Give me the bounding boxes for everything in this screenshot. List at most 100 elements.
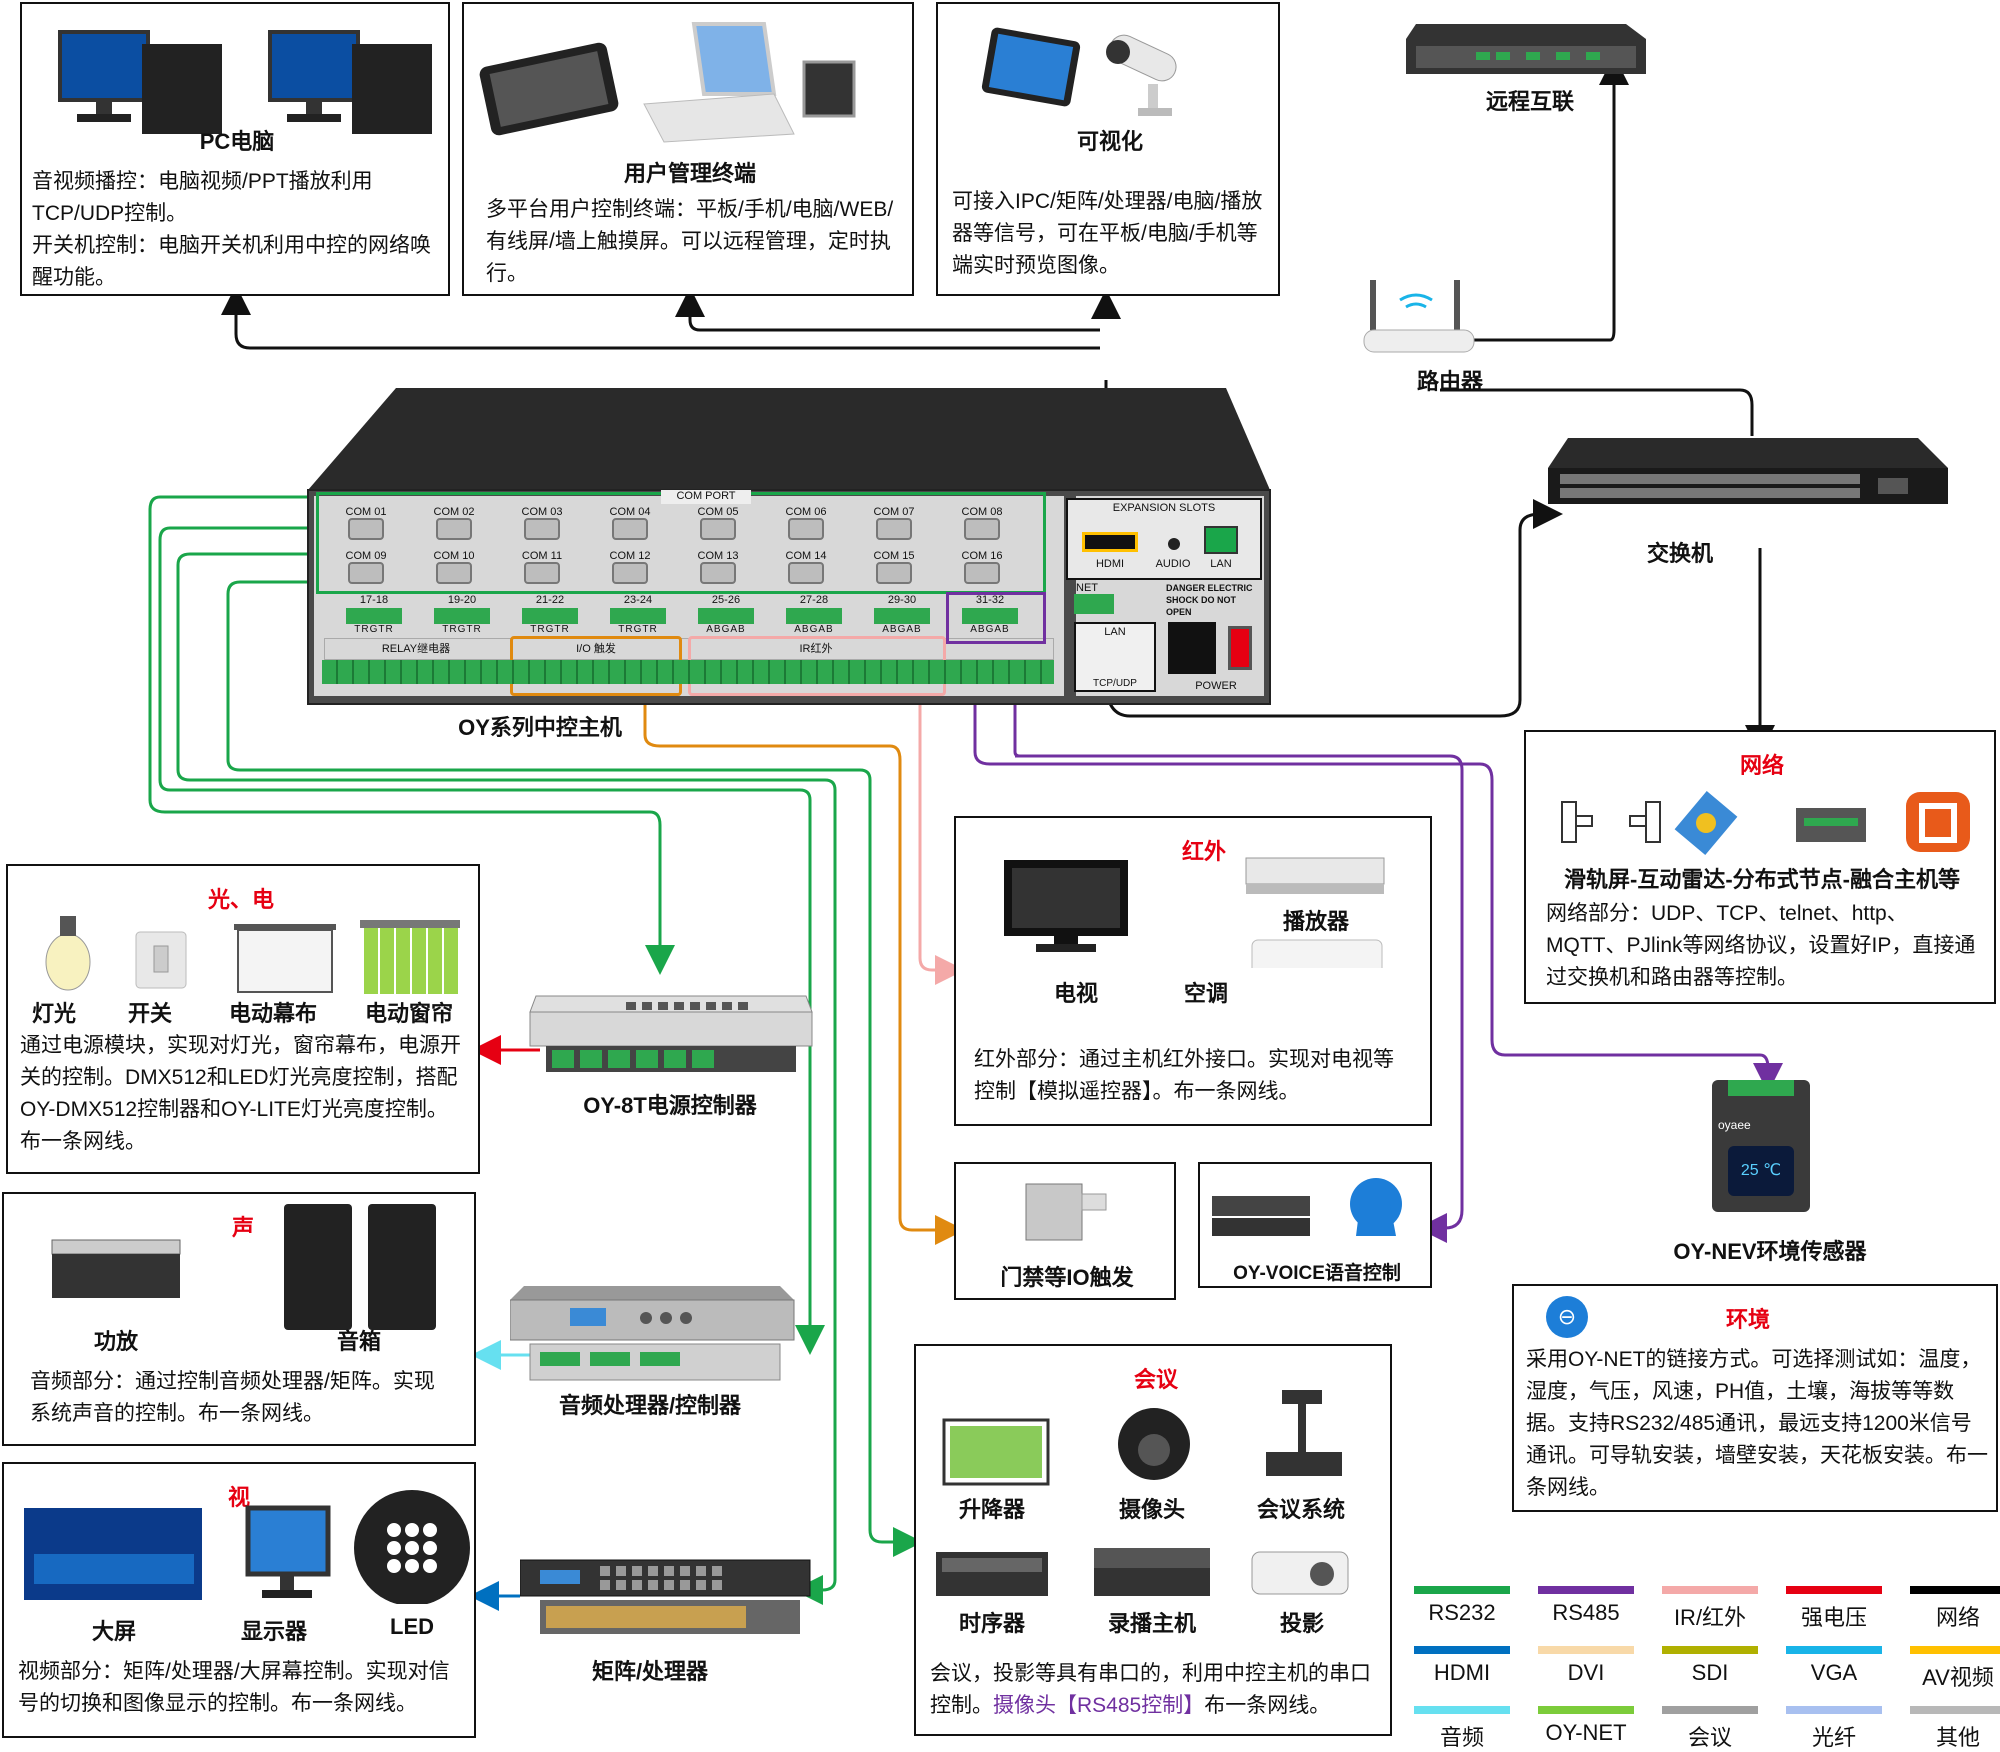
- legend-item: OY-NET: [1538, 1706, 1634, 1746]
- expansion-label: EXPANSION SLOTS: [1112, 502, 1216, 514]
- com-port-label: COM 01: [345, 506, 387, 518]
- network-devices-icons: [1561, 790, 1970, 856]
- pin-group-terminal: [610, 608, 666, 624]
- network-tag: 网络: [1739, 753, 1784, 778]
- com-port-label: COM 10: [433, 550, 475, 562]
- sound-desc: 音频部分：通过控制音频处理器/矩阵。实现系统声音的控制。布一条网线。: [30, 1370, 435, 1425]
- sound-item-label: 功放: [93, 1329, 138, 1354]
- legend-label: 其他: [1935, 1725, 1980, 1750]
- network-devices-label: 滑轨屏-互动雷达-分布式节点-融合主机等: [1564, 867, 1960, 892]
- legend-label: RS485: [1552, 1600, 1620, 1625]
- pc-desc-2: 开关机控制：电脑开关机利用中控的网络唤醒功能。: [32, 234, 431, 289]
- pin-group-terminal: [434, 608, 490, 624]
- lan-port: [1204, 526, 1238, 554]
- com-port-label: COM 09: [345, 550, 387, 562]
- rs232-wires: [148, 495, 923, 1605]
- pc-desc-1: 音视频播控：电脑视频/PPT播放利用TCP/UDP控制。: [32, 170, 373, 225]
- legend-swatch: [1786, 1706, 1882, 1714]
- terminal-box: 用户管理终端 多平台用户控制终端：平板/手机/电脑/WEB/有线屏/墙上触摸屏。…: [462, 2, 914, 296]
- voice-title: OY-VOICE语音控制: [1233, 1263, 1401, 1284]
- pin-group-label: 31-32: [975, 594, 1005, 606]
- legend-label: DVI: [1567, 1660, 1605, 1685]
- com-port-connector: [524, 562, 560, 584]
- switch-title: 交换机: [1646, 541, 1713, 566]
- video-desc: 视频部分：矩阵/处理器/大屏幕控制。实现对信号的切换和图像显示的控制。布一条网线…: [18, 1660, 450, 1715]
- rs485-wire-voice: [1015, 754, 1464, 1243]
- legend-swatch: [1662, 1586, 1758, 1594]
- com-port-connector: [348, 518, 384, 540]
- legend-swatch: [1538, 1646, 1634, 1654]
- meeting-devices-icons: [936, 1390, 1349, 1596]
- audio-label: AUDIO: [1155, 558, 1191, 570]
- legend-label: AV视频: [1922, 1665, 1994, 1690]
- audio-processor-title: 音频处理器/控制器: [558, 1393, 742, 1418]
- com-port-label: COM 12: [609, 550, 651, 562]
- legend-item: 强电压: [1786, 1586, 1882, 1632]
- legend-swatch: [1786, 1646, 1882, 1654]
- com-port-label: COM 07: [873, 506, 915, 518]
- pin-group-terminal: [786, 608, 842, 624]
- door-title: 门禁等IO触发: [1000, 1265, 1134, 1290]
- com-port-connector: [788, 518, 824, 540]
- ir-item-label: 空调: [1183, 981, 1228, 1006]
- com-port-label: COM 13: [697, 550, 739, 562]
- ir-item-label: 播放器: [1282, 909, 1349, 934]
- legend-item: RS232: [1414, 1586, 1510, 1626]
- meeting-item-label: 会议系统: [1256, 1497, 1345, 1522]
- com-port-label: COM 16: [961, 550, 1003, 562]
- pin-group-terminal: [962, 608, 1018, 624]
- sound-tag: 声: [232, 1215, 255, 1240]
- legend-swatch: [1414, 1586, 1510, 1594]
- com-port-connector: [436, 562, 472, 584]
- pin-group-sub: TRGTR: [442, 624, 482, 635]
- meeting-box: 会议 会议，投影等具有串口的，利用中控主机的串口控制。摄像头【RS485控制】布…: [914, 1344, 1392, 1736]
- legend-label: 会议: [1687, 1725, 1732, 1750]
- net-terminal: [1074, 594, 1114, 614]
- com-port-connector: [788, 562, 824, 584]
- light-item-label: 电动窗帘: [364, 1001, 453, 1026]
- meeting-desc-2: 布一条网线。: [1204, 1694, 1331, 1717]
- com-port-label: COM 06: [785, 506, 827, 518]
- legend-item: AV视频: [1910, 1646, 2000, 1692]
- legend-item: HDMI: [1414, 1646, 1510, 1686]
- pin-group-terminal: [346, 608, 402, 624]
- pin-group-label: 17-18: [359, 594, 389, 606]
- network-desc: 网络部分：UDP、TCP、telnet、http、MQTT、PJlink等网络协…: [1546, 902, 1976, 989]
- env-box: ⊖ 环境 采用OY-NET的链接方式。可选择测试如：温度，湿度，气压，风速，PH…: [1512, 1284, 1998, 1512]
- meeting-item-label: 投影: [1279, 1611, 1324, 1636]
- com-port-label: COM 15: [873, 550, 915, 562]
- com-port-label: COM PORT: [661, 490, 751, 504]
- com-port-connector: [700, 562, 736, 584]
- net-label: NET: [1076, 582, 1098, 594]
- video-box: 视 视频部分：矩阵/处理器/大屏幕控制。实现对信号的切换和图像显示的控制。布一条…: [2, 1462, 476, 1738]
- legend-item: VGA: [1786, 1646, 1882, 1686]
- light-item-label: 灯光: [31, 1001, 76, 1026]
- sound-box: 声 音频部分：通过控制音频处理器/矩阵。实现系统声音的控制。布一条网线。 功放音…: [2, 1192, 476, 1446]
- legend-item: 网络: [1910, 1586, 2000, 1632]
- lan-label: LAN: [1210, 558, 1232, 570]
- visual-desc: 可接入IPC/矩阵/处理器/电脑/播放器等信号，可在平板/电脑/手机等端实时预览…: [952, 190, 1263, 277]
- com-port-connector: [612, 562, 648, 584]
- pin-group-label: 23-24: [623, 594, 653, 606]
- sensor-screen: [1728, 1146, 1794, 1196]
- meeting-item-label: 升降器: [958, 1497, 1025, 1522]
- pin-group-label: 19-20: [447, 594, 477, 606]
- pin-group-terminal: [874, 608, 930, 624]
- legend-item: 其他: [1910, 1706, 2000, 1752]
- com-port-connector: [436, 518, 472, 540]
- com-port-connector: [700, 518, 736, 540]
- pc-box: PC电脑 音视频播控：电脑视频/PPT播放利用TCP/UDP控制。 开关机控制：…: [20, 2, 450, 296]
- legend-label: 强电压: [1800, 1605, 1867, 1630]
- meeting-item-label: 时序器: [958, 1611, 1025, 1636]
- router-title: 路由器: [1416, 369, 1483, 394]
- com-port-label: COM 11: [521, 550, 563, 562]
- power-label: POWER: [1195, 680, 1237, 692]
- visual-box: 可视化 可接入IPC/矩阵/处理器/电脑/播放器等信号，可在平板/电脑/手机等端…: [936, 2, 1280, 296]
- com-port-label: COM 08: [961, 506, 1003, 518]
- network-box: 网络 滑轨屏-互动雷达-分布式节点-融合主机等 网络部分：UDP、TCP、tel…: [1524, 730, 1996, 1004]
- pin-group-label: 21-22: [535, 594, 565, 606]
- audio-processor-icon: [510, 1286, 795, 1381]
- legend-item: SDI: [1662, 1646, 1758, 1686]
- network-wires: [221, 55, 1775, 755]
- com-port-label: COM 02: [433, 506, 475, 518]
